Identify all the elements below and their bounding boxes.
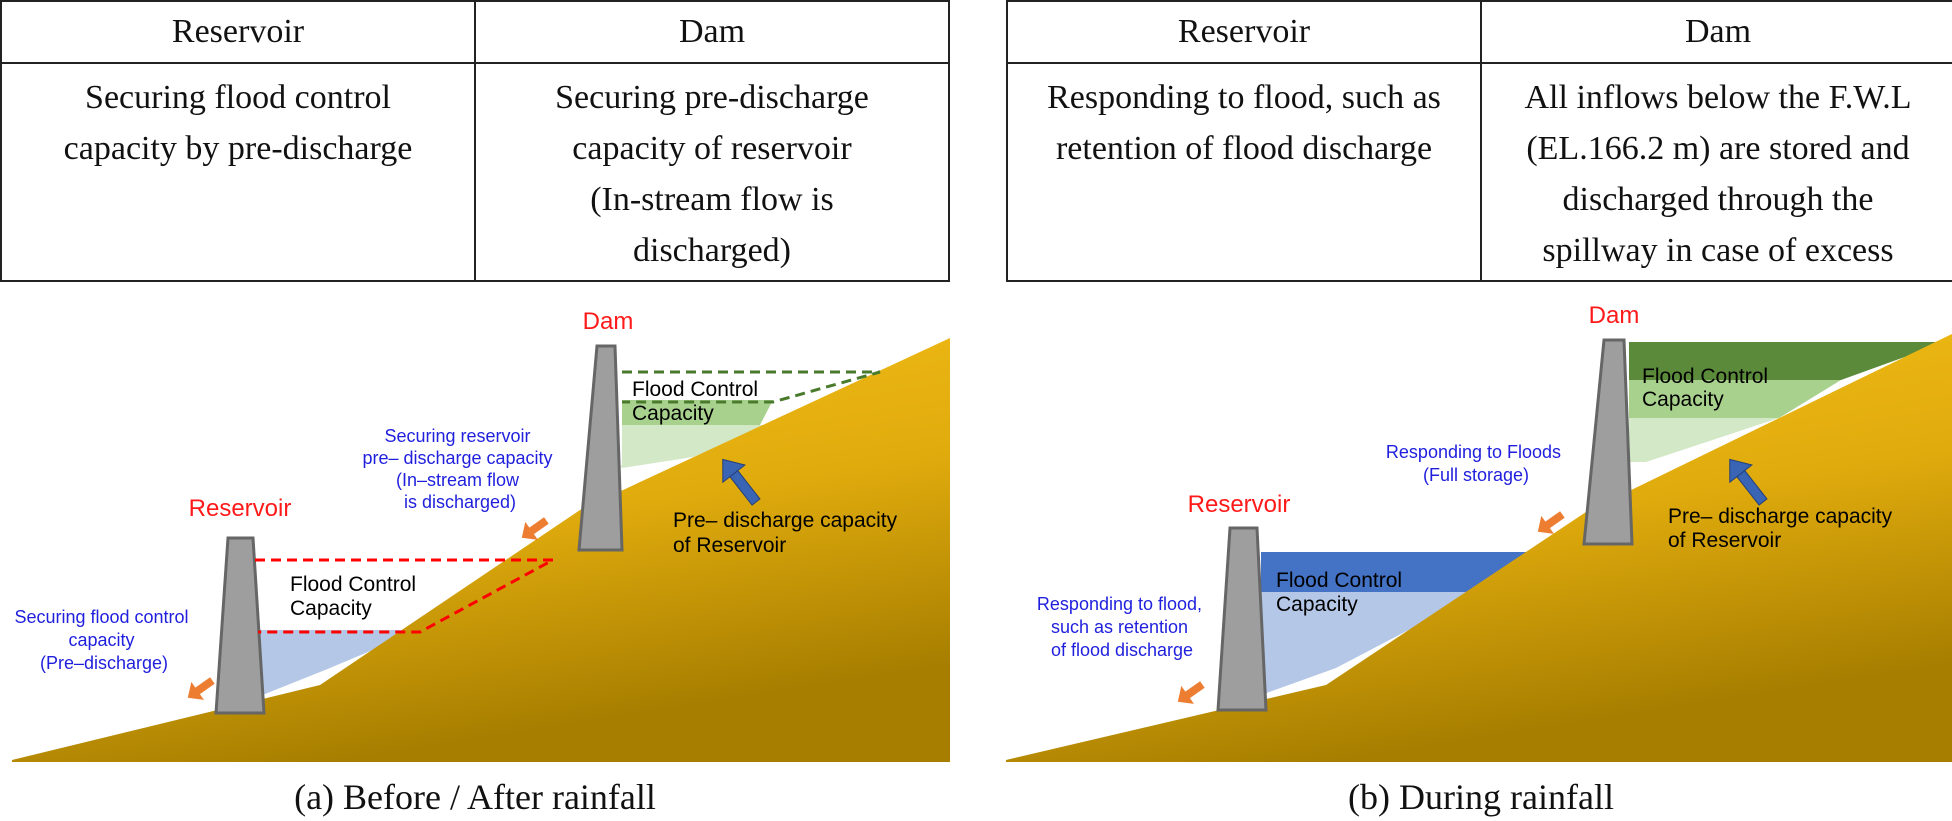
dam-light-green-water [1629,380,1841,418]
reservoir-note: Responding to flood, such as retention o… [1037,594,1207,660]
cell-line: Securing flood control [85,79,391,116]
orange-arrow-icon [521,517,549,540]
reservoir-title: Reservoir [189,495,292,522]
cell-line: capacity of reservoir [572,130,852,167]
cell-dam: All inflows below the F.W.L (EL.166.2 m)… [1480,62,1952,282]
cell-line: (In-stream flow is [590,181,834,218]
panel-before-after-rainfall: Reservoir Dam Securing flood control cap… [0,0,950,821]
label-line: Flood Control [1642,365,1768,388]
label-line: Flood Control [1276,569,1402,592]
label-line: pre– discharge capacity [362,448,552,468]
orange-arrow-icon [187,677,215,700]
blue-arrow-icon [1729,458,1768,506]
pre-discharge-capacity-label: Pre– discharge capacity of Reservoir [1668,505,1898,552]
reservoir-title: Reservoir [1188,491,1291,518]
dam-flood-control-boundary [622,370,881,404]
ground-slope [12,338,950,762]
reservoir-flood-control-boundary [255,558,554,634]
reservoir-pale-water [1261,592,1481,695]
caption-b: (b) During rainfall [1348,777,1614,817]
orange-arrow-icon [1177,681,1205,704]
cell-line: spillway in case of excess [1542,232,1894,269]
label-line: Pre– discharge capacity [673,509,898,532]
label-line: Responding to flood, [1037,594,1202,614]
label-line: Flood Control [290,573,416,596]
securing-reservoir-note: Securing reservoir pre– discharge capaci… [362,426,557,512]
cell-line: All inflows below the F.W.L [1524,79,1912,116]
header-dam: Dam [1480,0,1952,64]
reservoir-flood-control-label: Flood Control Capacity [1276,569,1408,616]
label-line: Capacity [632,402,714,425]
ground-slope [1006,333,1952,762]
cell-line: retention of flood discharge [1055,130,1433,167]
cell-line: Securing pre-discharge [555,79,869,116]
dam-flood-control-label: Flood Control Capacity [632,378,764,425]
header-dam: Dam [474,0,950,64]
label-line: (Pre–discharge) [40,653,168,673]
securing-flood-control-note: Securing flood control capacity (Pre–dis… [14,607,193,673]
label-line: capacity [68,630,134,650]
label-line: of Reservoir [1668,529,1781,552]
header-reservoir: Reservoir [0,0,476,64]
cell-line: Responding to flood, such as [1047,79,1441,116]
dam-title: Dam [583,308,634,335]
comparison-table-b: Reservoir Dam Responding to flood, such … [1006,0,1952,282]
label-line: Flood Control [632,378,758,401]
responding-note: Responding to Floods (Full storage) [1386,442,1566,485]
dam-flood-control-water [1629,342,1946,380]
reservoir-flood-control-label: Flood Control Capacity [290,573,422,620]
label-line: of flood discharge [1051,640,1193,660]
cell-line: (EL.166.2 m) are stored and [1526,130,1910,167]
cell-reservoir: Securing flood control capacity by pre-d… [0,62,476,282]
label-line: such as retention [1051,617,1188,637]
label-line: Pre– discharge capacity [1668,505,1893,528]
label-line: Securing flood control [14,607,188,627]
cell-line: discharged through the [1562,181,1874,218]
dam-structure [577,344,624,552]
diagram-b: Dam Reservoir Flood Control Capacity Flo… [1006,302,1952,762]
label-line: is discharged) [404,492,516,512]
cell-line: discharged) [633,232,791,269]
caption-a: (a) Before / After rainfall [294,777,656,817]
dam-light-green-water [622,425,773,468]
dam-structure [1582,338,1634,546]
panel-during-rainfall: Reservoir Dam Responding to flood, such … [1006,0,1952,821]
dam-green-water [622,400,773,425]
label-line: (In–stream flow [396,470,520,490]
reservoir-flood-control-water [1261,552,1551,592]
dam-title: Dam [1589,302,1640,329]
header-reservoir: Reservoir [1006,0,1482,64]
cell-line: capacity by pre-discharge [63,130,413,167]
orange-arrow-icon [1537,511,1565,534]
diagram-a: Dam Reservoir Flood Control Capacity Flo… [12,308,950,762]
dam-pale-water [1629,418,1779,462]
cell-reservoir: Responding to flood, such as retention o… [1006,62,1482,282]
label-line: of Reservoir [673,534,786,557]
label-line: Capacity [1642,388,1724,411]
dam-flood-control-label: Flood Control Capacity [1642,365,1774,411]
label-line: Responding to Floods [1386,442,1561,462]
label-line: Securing reservoir [384,426,530,446]
pre-discharge-capacity-label: Pre– discharge capacity of Reservoir [673,509,903,557]
reservoir-structure [214,536,266,715]
cell-dam: Securing pre-discharge capacity of reser… [474,62,950,282]
label-line: (Full storage) [1423,465,1529,485]
label-line: Capacity [290,597,372,620]
comparison-table-a: Reservoir Dam Securing flood control cap… [0,0,950,282]
reservoir-structure [1216,526,1268,712]
blue-arrow-icon [722,458,761,506]
label-line: Capacity [1276,593,1358,616]
